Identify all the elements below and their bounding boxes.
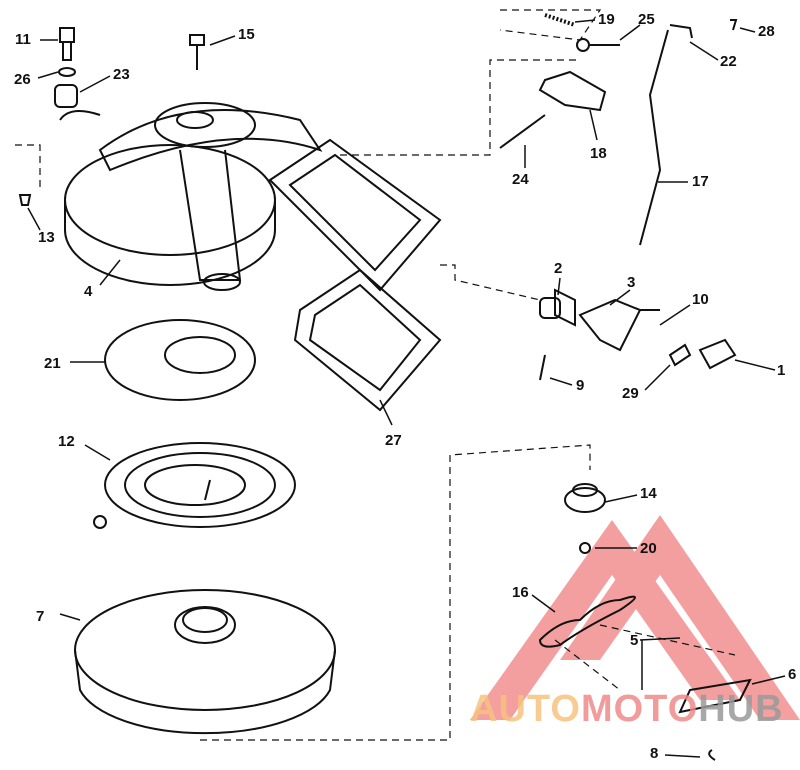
part-label-29: 29 [622,385,639,402]
part-label-23: 23 [113,66,130,83]
part-label-3: 3 [627,274,636,291]
part-label-14: 14 [640,485,657,502]
part-label-18: 18 [590,145,607,162]
guide-lines [15,9,736,741]
part-label-10: 10 [692,291,709,308]
part-label-1: 1 [777,362,786,379]
right-parts [499,13,752,761]
part-label-5: 5 [630,632,639,649]
part-label-11: 11 [15,31,31,48]
part-label-21: 21 [44,355,61,372]
part-label-16: 16 [512,584,529,601]
part-label-25: 25 [638,11,655,28]
watermark-part-auto: AUTO [470,688,581,730]
part-label-4: 4 [84,283,93,300]
watermark-part-moto: MOTO [580,688,699,730]
small-parts [18,27,205,206]
watermark-logo [470,515,800,720]
part-label-9: 9 [576,377,585,394]
part-label-27: 27 [385,432,402,449]
part-label-24: 24 [512,171,529,188]
starter-housing [59,102,323,291]
part-label-13: 13 [38,229,55,246]
part-label-2: 2 [554,260,563,277]
part-label-26: 26 [14,71,31,88]
part-label-20: 20 [640,540,657,557]
part-label-17: 17 [692,173,709,190]
leader-lines [27,19,786,758]
part-label-7: 7 [36,608,45,625]
watermark-text: AUTOMOTOHUB [470,690,784,728]
part-label-28: 28 [758,23,775,40]
washer-plate [104,319,256,401]
pulley [74,589,336,735]
part-label-12: 12 [58,433,75,450]
watermark-part-hub: HUB [698,688,784,730]
rewind-spring [93,442,296,529]
part-label-6: 6 [788,666,797,683]
part-label-19: 19 [598,11,615,28]
part-label-22: 22 [720,53,737,70]
part-label-15: 15 [238,26,255,43]
part-label-8: 8 [650,745,659,762]
handle-frame [268,138,442,412]
